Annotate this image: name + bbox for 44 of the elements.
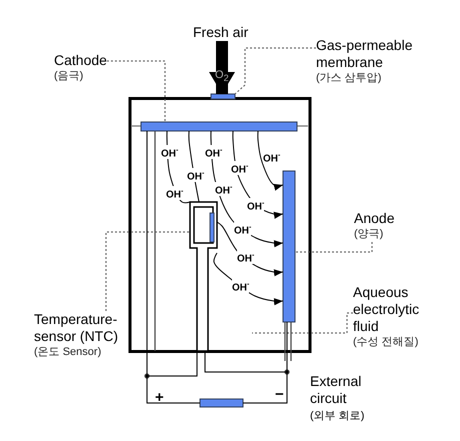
part-label: Fresh air [193, 24, 250, 41]
sensor-probe [189, 201, 218, 352]
ion-flow-arrow [216, 222, 284, 276]
ion-label: OH$^{-}$ [237, 250, 254, 264]
part-label: Aqueous electrolytic fluid [353, 284, 420, 335]
translation-text: (외부 회로) [310, 409, 364, 423]
leader-line [234, 48, 316, 94]
ion-label: OH$^{-}$ [161, 145, 178, 160]
part-label: External circuit [310, 373, 362, 407]
leader-line [106, 60, 166, 122]
electrode-bar [140, 122, 298, 132]
load-resistor [200, 398, 244, 408]
ion-flow-arrow [257, 130, 284, 191]
translation-text: (가스 삼투압) [316, 71, 382, 86]
ion-label: OH$^{-}$ [187, 168, 204, 182]
ion-flow-arrow [232, 130, 284, 219]
leader-line [294, 242, 372, 252]
translation-text: (음극) [54, 69, 84, 84]
translation-text: (양극) [354, 227, 384, 242]
part-label: Anode [354, 210, 396, 227]
ion-label: OH$^{-}$ [232, 279, 250, 294]
ion-flow-line [188, 130, 200, 202]
part-label: Temperature-sensor (NTC) [34, 311, 120, 345]
circuit-wire [146, 350, 200, 404]
ion-flow-arrow [213, 252, 284, 306]
membrane-strip [210, 94, 236, 100]
ion-label: OH$^{-}$ [231, 161, 248, 176]
translation-text: (온도 Sensor) [34, 345, 102, 360]
polarity-sign: + [155, 389, 164, 406]
circuit-wire [204, 350, 288, 404]
leader-line [252, 312, 354, 334]
ion-label: OH$^{-}$ [205, 145, 222, 160]
ion-label: OH$^{-}$ [234, 222, 252, 236]
ion-label: OH$^{-}$ [215, 182, 232, 196]
polarity-sign: − [275, 386, 284, 403]
air-flow-arrow [211, 39, 233, 94]
translation-text: (수성 전해질) [353, 335, 420, 350]
ion-label: OH$^{-}$ [247, 198, 264, 212]
electrode-bar [282, 170, 296, 322]
edge-label: O$_{2}$ [215, 70, 229, 84]
part-label: Gas-permeable membrane [316, 37, 414, 71]
part-label: Cathode [54, 52, 108, 69]
ion-label: OH$^{-}$ [166, 186, 184, 200]
leader-line [106, 232, 190, 312]
